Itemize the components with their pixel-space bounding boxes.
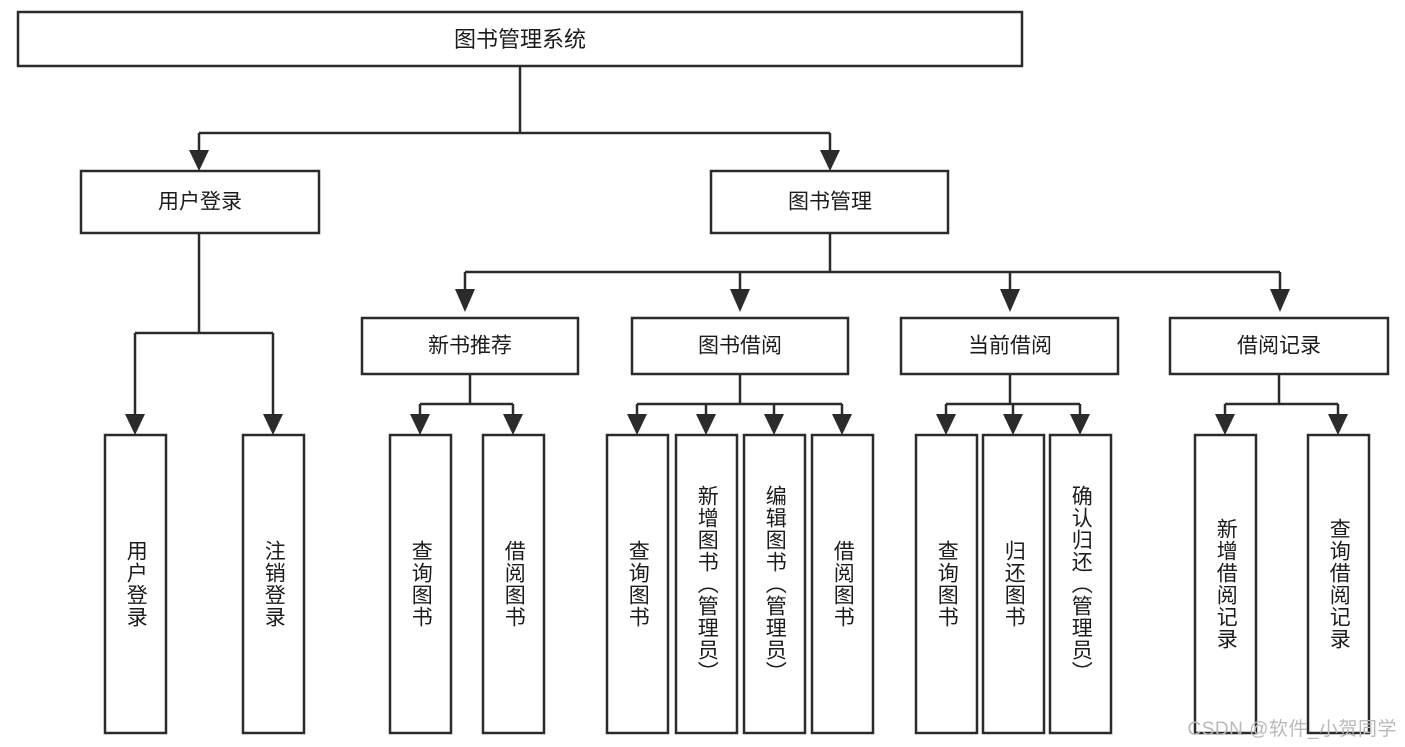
node-root-box[interactable] xyxy=(16,10,1024,68)
node-book-management-label: 图书管理 xyxy=(788,191,872,214)
node-leaf-cb-confirm-return-box[interactable] xyxy=(1048,433,1113,735)
arrow-head-bookborrow-leaf-2 xyxy=(696,414,716,435)
node-new-book-recommend-label: 新书推荐 xyxy=(428,335,512,358)
node-new-book-recommend[interactable]: 新书推荐 xyxy=(360,316,580,376)
arrow-head-currentborrow-leaf-1 xyxy=(936,414,956,435)
node-leaf-br-query-record-box[interactable] xyxy=(1306,433,1371,735)
arrow-head-currentborrow-leaf-3 xyxy=(1070,414,1090,435)
node-book-borrow[interactable]: 图书借阅 xyxy=(630,316,850,376)
node-leaf-br-add-record-box[interactable] xyxy=(1193,433,1258,735)
arrow-head-new-book xyxy=(455,289,475,312)
arrow-head-borrowrecord-leaf-2 xyxy=(1328,414,1348,435)
arrow-head-bookborrow-leaf-1 xyxy=(627,414,647,435)
node-root-label: 图书管理系统 xyxy=(454,27,586,52)
node-borrow-record[interactable]: 借阅记录 xyxy=(1168,316,1390,376)
arrow-head-bookborrow-leaf-3 xyxy=(764,414,784,435)
node-user-login-label: 用户登录 xyxy=(158,191,242,214)
node-book-borrow-label: 图书借阅 xyxy=(698,335,782,358)
arrow-head-user-login xyxy=(189,150,209,171)
node-new-book-recommend-box[interactable] xyxy=(360,316,580,376)
watermark-text: CSDN @软件_小贺同学 xyxy=(1187,719,1397,740)
arrow-head-newbook-leaf-2 xyxy=(503,414,523,435)
node-current-borrow[interactable]: 当前借阅 xyxy=(899,316,1120,376)
node-leaf-nbr-borrow-book-box[interactable] xyxy=(481,433,546,735)
node-leaf-nbr-query-book-box[interactable] xyxy=(388,433,453,735)
node-borrow-record-label: 借阅记录 xyxy=(1237,335,1321,358)
node-leaf-cb-query-book-box[interactable] xyxy=(914,433,979,735)
node-book-management[interactable]: 图书管理 xyxy=(709,169,950,235)
arrow-head-borrow-record xyxy=(1270,289,1290,312)
node-root[interactable]: 图书管理系统 xyxy=(16,10,1024,68)
node-user-login[interactable]: 用户登录 xyxy=(79,169,321,235)
node-current-borrow-box[interactable] xyxy=(899,316,1120,376)
node-leaf-bb-query-book-box[interactable] xyxy=(605,433,670,735)
arrow-head-leaf-user-login xyxy=(125,414,145,435)
connector-group xyxy=(125,66,1348,435)
arrow-head-borrowrecord-leaf-1 xyxy=(1215,414,1235,435)
node-leaf-bb-borrow-book-box[interactable] xyxy=(810,433,875,735)
arrow-head-book-mgmt xyxy=(820,150,840,171)
arrow-head-leaf-logout xyxy=(263,414,283,435)
node-book-borrow-box[interactable] xyxy=(630,316,850,376)
node-book-management-box[interactable] xyxy=(709,169,950,235)
node-leaf-bb-edit-book-box[interactable] xyxy=(742,433,807,735)
arrow-head-newbook-leaf-1 xyxy=(410,414,430,435)
node-borrow-record-box[interactable] xyxy=(1168,316,1390,376)
node-leaf-cb-return-book-box[interactable] xyxy=(981,433,1046,735)
arrow-head-bookborrow-leaf-4 xyxy=(832,414,852,435)
node-leaf-logout-box[interactable] xyxy=(241,433,306,735)
node-leaf-user-login-box[interactable] xyxy=(103,433,168,735)
arrow-head-current-borrow xyxy=(1000,289,1020,312)
arrow-head-book-borrow xyxy=(730,289,750,312)
arrow-head-currentborrow-leaf-2 xyxy=(1003,414,1023,435)
node-leaf-bb-add-book-box[interactable] xyxy=(674,433,739,735)
node-user-login-box[interactable] xyxy=(79,169,321,235)
node-current-borrow-label: 当前借阅 xyxy=(968,335,1052,358)
